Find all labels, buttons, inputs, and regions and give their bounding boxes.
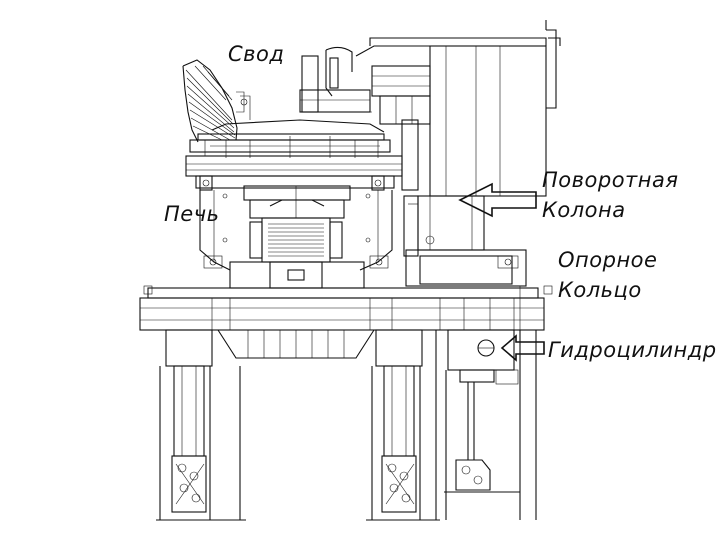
rotating-column [355, 29, 561, 257]
right-frame [519, 20, 547, 330]
roof-label: Свод [228, 42, 285, 66]
left-leg [156, 329, 246, 521]
column-label-line1: Поворотная [542, 168, 679, 192]
center-leg [366, 329, 440, 521]
furnace-label: Печь [164, 202, 220, 226]
column-label-line2: Колона [542, 198, 626, 222]
cylinder-label: Гидроцилиндр [548, 338, 717, 362]
furnace-body [185, 155, 403, 289]
ring-label-line2: Кольцо [558, 278, 642, 302]
ring-label-line1: Опорное [558, 248, 658, 272]
roof-assembly [182, 46, 391, 158]
hydraulic-cylinder [444, 329, 545, 520]
support-ring [405, 249, 527, 287]
platform-beam [139, 285, 553, 359]
